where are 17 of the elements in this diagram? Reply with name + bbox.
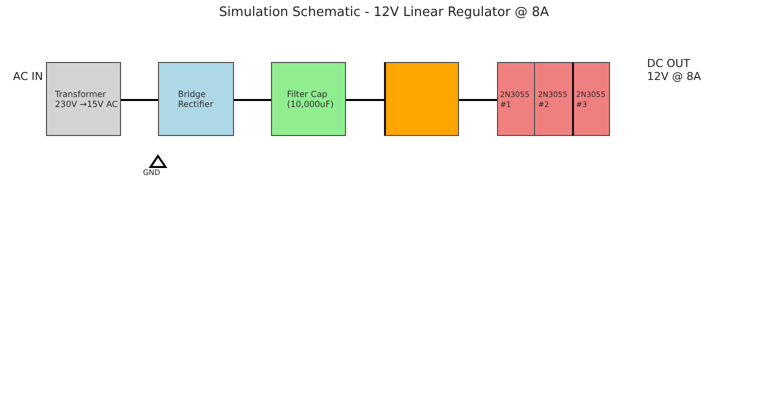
component-block: [271, 62, 346, 136]
component-block: [384, 62, 459, 136]
output-label: DC OUT 12V @ 8A: [647, 57, 702, 83]
component-label: Transformer 230V →15V AC: [55, 90, 119, 110]
component-label: Filter Cap (10,000uF): [287, 90, 335, 110]
component-block: [158, 62, 234, 136]
connection-wire: [459, 99, 497, 101]
connection-wire: [121, 99, 158, 101]
component-block: [534, 62, 573, 136]
component-block: [572, 62, 610, 136]
component-block: [497, 62, 535, 136]
connection-wire: [346, 99, 384, 101]
component-label: Bridge Rectifier: [178, 90, 214, 110]
component-block: [46, 62, 121, 136]
diagram-title: Simulation Schematic - 12V Linear Regulator @ 8A: [218, 5, 550, 20]
connection-wire: [234, 99, 271, 101]
input-label: AC IN: [13, 70, 44, 83]
